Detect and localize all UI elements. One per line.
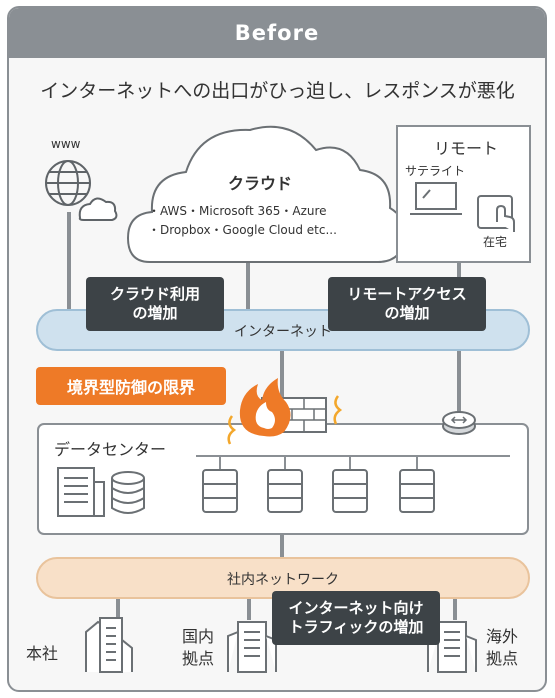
laptop-icon [410,182,462,215]
datacenter-label: データセンター [54,440,167,459]
site-label-line: 国内 [182,627,215,646]
callout-line: リモートアクセス [347,285,467,303]
router-icon [442,411,476,435]
small-cloud-icon [78,197,118,221]
building-icon [57,467,105,517]
diagram-subtitle: インターネットへの出口がひっ迫し、レスポンスが悪化 [40,80,515,102]
perimeter-defense-limit-badge: 境界型防御の限界 [36,367,226,405]
callout-line: インターネット向け [288,599,424,617]
overseas-site-label: 海外 拠点 [486,626,518,670]
callout-line: の増加 [132,304,178,322]
www-label: www [51,137,81,151]
firewall-fire-icon [227,378,343,445]
cloud-shape [126,125,407,263]
database-icon [111,471,145,514]
cloud-usage-callout: クラウド利用 の増加 [86,277,224,331]
remote-title: リモート [434,139,499,158]
domestic-building-icon [227,621,277,673]
satellite-label: サテライト [405,164,466,178]
remote-box [396,125,531,263]
hq-building-icon [85,617,133,673]
cloud-title: クラウド [228,174,293,193]
lan-label: 社内ネットワーク [227,572,339,588]
callout-line: トラフィックの増加 [288,618,424,636]
site-label-line: 海外 [486,627,519,646]
tablet-touch-icon [477,195,515,232]
cloud-services-line-2: ・Dropbox・Google Cloud etc... [148,223,337,237]
cloud-services-line-1: ・AWS・Microsoft 365・Azure [148,204,327,218]
overseas-building-icon [427,621,477,673]
home-label: 在宅 [483,235,508,249]
globe-icon [45,160,91,206]
callout-line: クラウド利用 [109,285,200,303]
header-title: Before [9,8,545,58]
internet-label: インターネット [234,324,332,340]
hq-label: 本社 [26,644,59,663]
domestic-site-label: 国内 拠点 [182,626,214,670]
server-icons [202,469,435,513]
site-label-line: 拠点 [486,649,519,668]
remote-access-callout: リモートアクセス の増加 [328,277,486,331]
site-label-line: 拠点 [182,649,215,668]
internet-traffic-callout: インターネット向け トラフィックの増加 [272,591,440,645]
callout-line: の増加 [384,304,430,322]
